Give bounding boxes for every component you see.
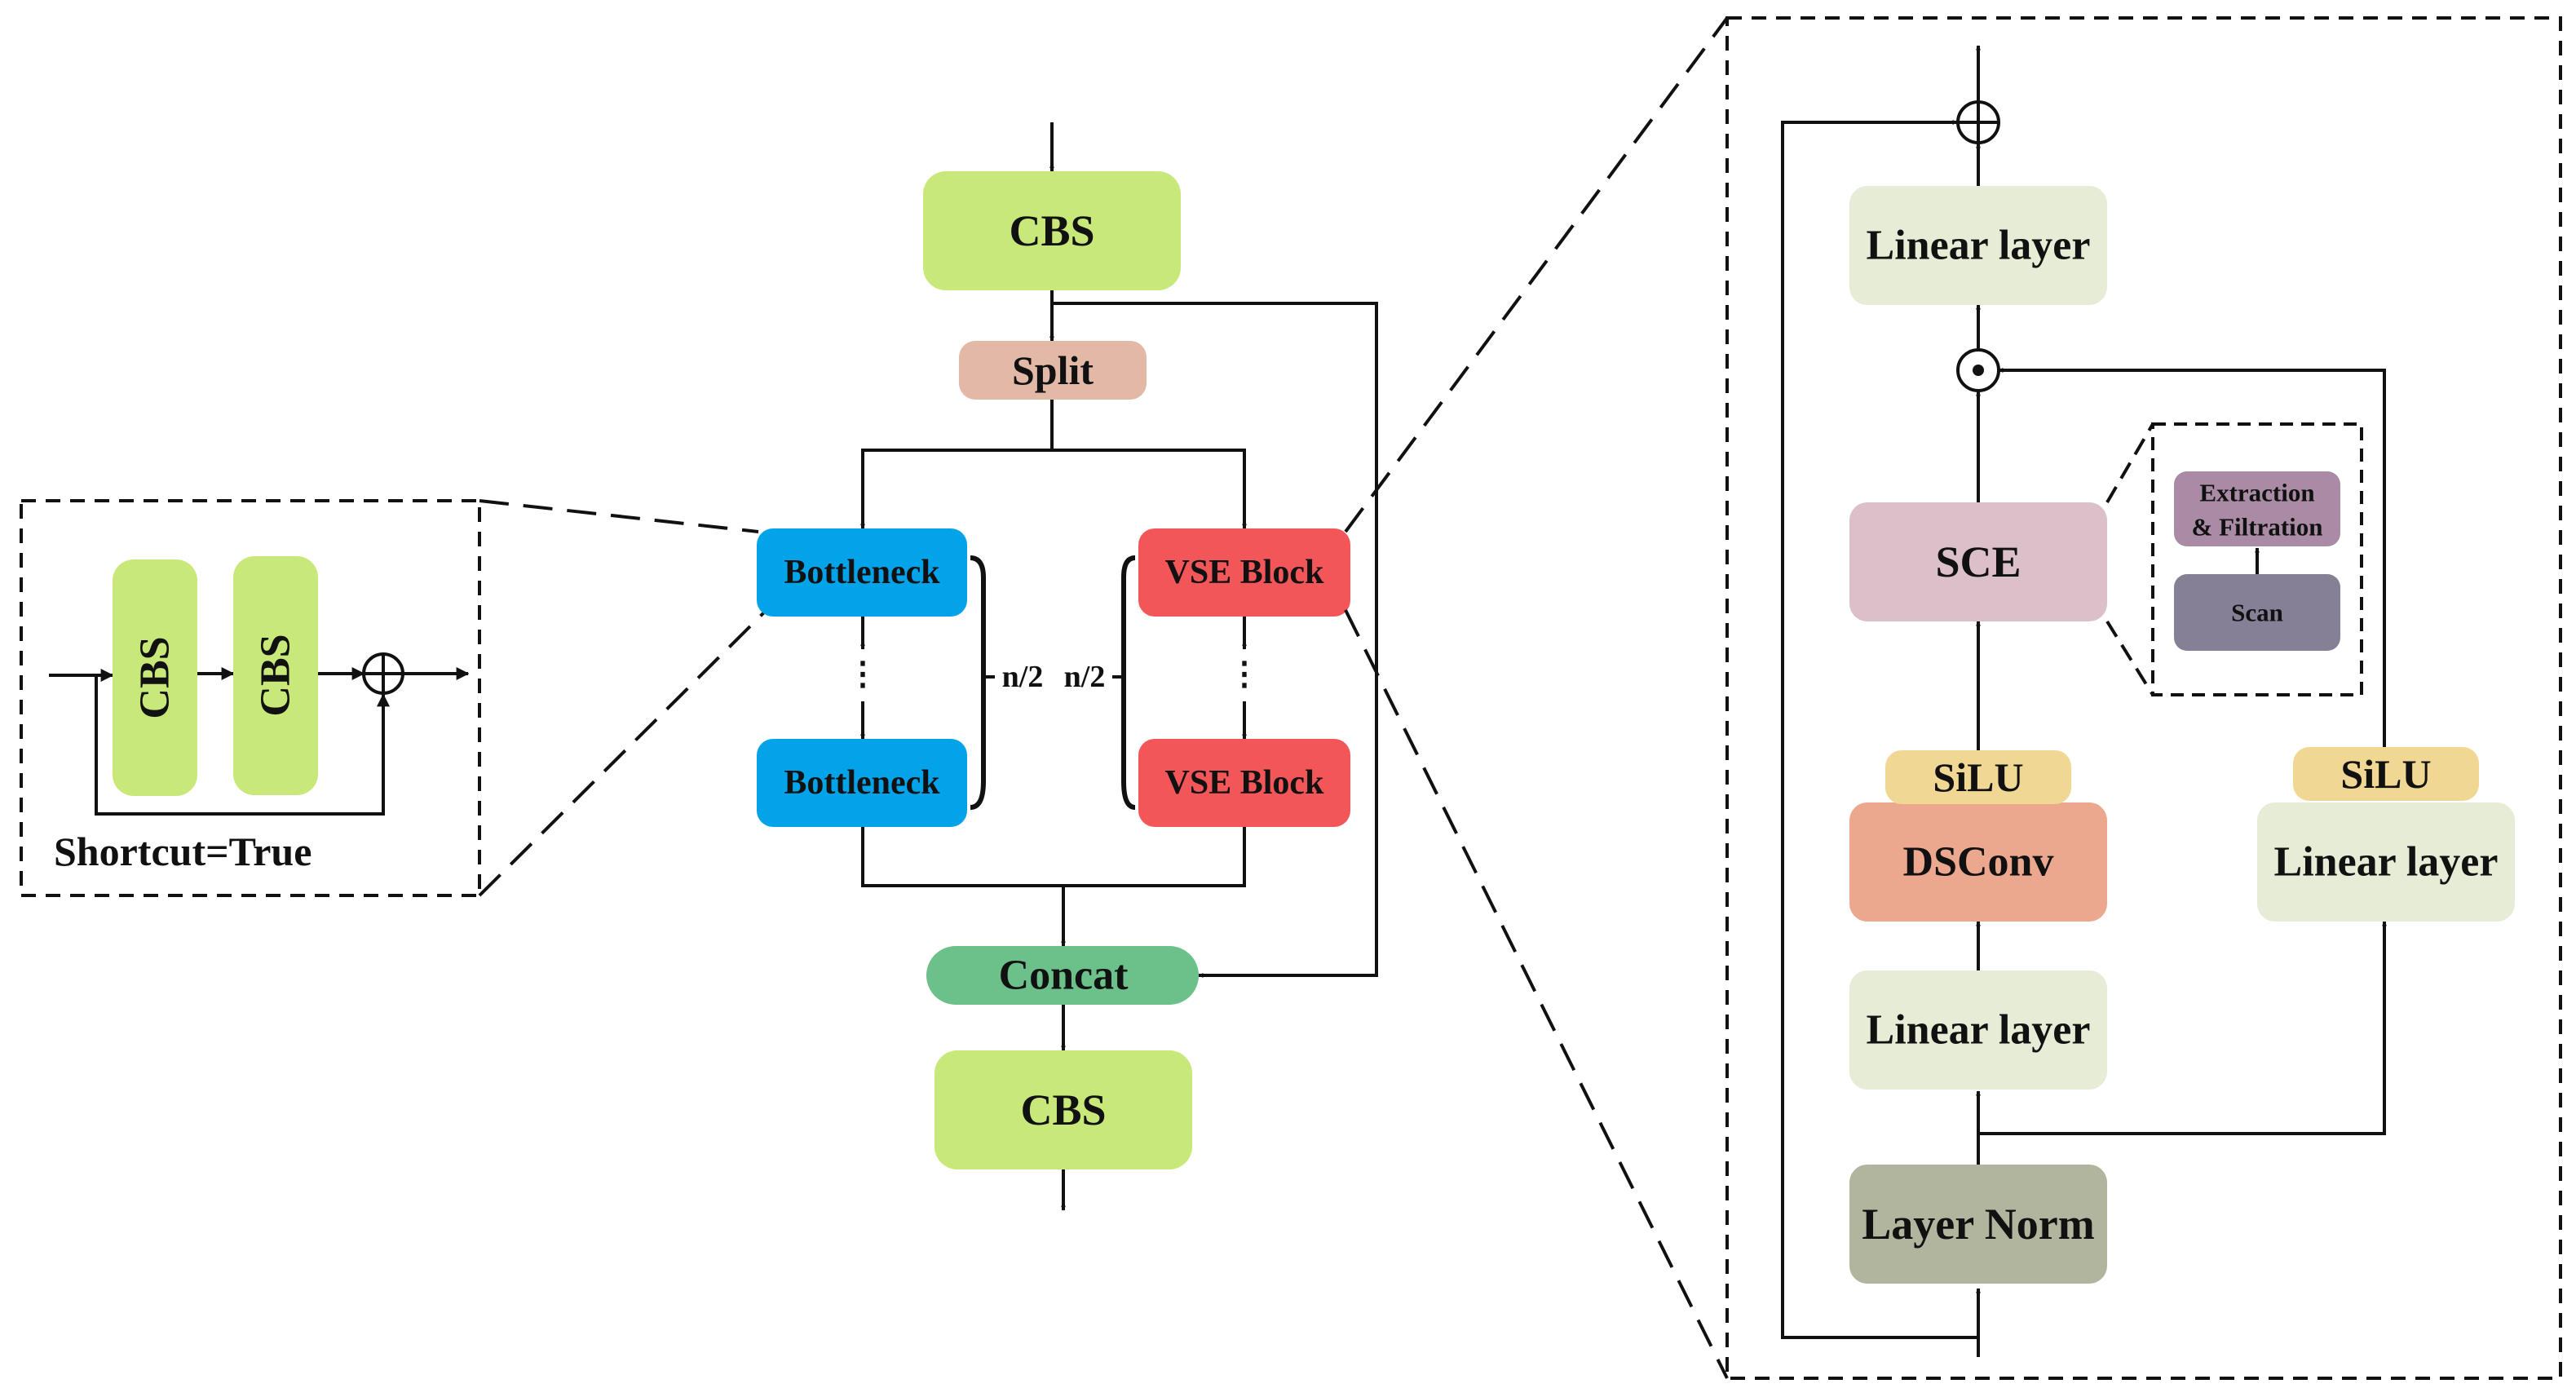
sce-zoom-line-bottom: [2105, 620, 2154, 696]
linear-right-block: [2257, 802, 2515, 922]
shortcut-skip-path: [95, 675, 390, 816]
extraction-label-line2: & Filtration: [2192, 513, 2323, 542]
vse-bracket: [1121, 555, 1136, 810]
extraction-block: [2174, 471, 2340, 546]
vse-residual-path: [1781, 120, 1978, 1339]
sce-block: [1849, 502, 2107, 621]
linear-top-block: [1849, 186, 2107, 305]
dsconv-block: [1849, 802, 2107, 922]
vse-dots: ⋮: [1228, 656, 1261, 692]
dsconv-label: DSConv: [1903, 839, 2054, 886]
shortcut-panel-border: [20, 499, 481, 897]
shortcut-cbs-label-1: CBS: [132, 636, 179, 718]
split-label: Split: [1012, 347, 1094, 393]
linear-right-label: Linear layer: [2274, 839, 2499, 886]
merge-lines: [861, 827, 1246, 887]
bottleneck-top-label: Bottleneck: [784, 554, 940, 591]
bottleneck-bottom-block: [757, 739, 967, 827]
bottleneck-dots: ⋮: [846, 656, 879, 692]
scan-label: Scan: [2231, 599, 2283, 627]
vse-detail-panel: Layer Norm Linear layer DSConv SiLU SCE …: [1725, 16, 2562, 1380]
bottleneck-top-block: [757, 528, 967, 617]
cbs-bottom-label: CBS: [1020, 1085, 1106, 1134]
zoom-line-left-top: [479, 499, 759, 533]
shortcut-caption: Shortcut=True: [54, 829, 312, 874]
vse-top-block: [1138, 528, 1350, 617]
silu-right-block: [2293, 747, 2479, 801]
cbs-top-block: [923, 171, 1181, 290]
zoom-line-right-top: [1344, 16, 1729, 533]
split-branch-lines: [861, 449, 1246, 527]
sce-zoom-line-top: [2105, 422, 2154, 504]
vse-bottom-block: [1138, 739, 1350, 827]
zoom-line-right-bottom: [1344, 609, 1729, 1379]
extraction-label-line1: Extraction: [2199, 479, 2314, 507]
layer-norm-label: Layer Norm: [1862, 1200, 2094, 1249]
bypass-path: [1052, 302, 1378, 978]
vse-detail-border: [1725, 16, 2562, 1380]
vse-top-label: VSE Block: [1165, 554, 1325, 591]
n-right-label: n/2: [1064, 660, 1106, 694]
sce-detail-border: [2151, 422, 2363, 696]
multiply-icon-dot: [1973, 365, 1984, 376]
scan-block: [2174, 574, 2340, 651]
shortcut-panel: CBS CBS Shortcut=True: [20, 499, 481, 897]
silu-left-block: [1885, 750, 2071, 804]
right-branch-to-mult: [1998, 368, 2386, 747]
linear-mid-block: [1849, 970, 2107, 1090]
shortcut-cbs-block-1: [113, 559, 197, 796]
split-block: [959, 341, 1147, 400]
layer-norm-block: [1849, 1165, 2107, 1284]
bottleneck-bottom-label: Bottleneck: [784, 764, 940, 802]
cbs-bottom-block: [935, 1050, 1192, 1169]
linear-top-label: Linear layer: [1867, 223, 2091, 269]
shortcut-cbs-label-2: CBS: [253, 634, 299, 716]
silu-left-label: SiLU: [1933, 754, 2023, 800]
shortcut-cbs-block-2: [233, 556, 318, 795]
linear-mid-label: Linear layer: [1867, 1007, 2091, 1054]
concat-label: Concat: [999, 953, 1129, 999]
vse-bottom-label: VSE Block: [1165, 764, 1325, 802]
sce-label: SCE: [1935, 537, 2021, 586]
zoom-line-left-bottom: [478, 608, 768, 897]
main-module: CBS Split Bottleneck ⋮ Bottleneck VSE Bl…: [757, 122, 1378, 1211]
bottleneck-bracket: [970, 555, 986, 810]
n-left-label: n/2: [1002, 660, 1044, 694]
concat-block: [926, 946, 1199, 1005]
ln-to-right-branch: [1978, 921, 2387, 1135]
cbs-top-label: CBS: [1009, 206, 1094, 255]
silu-right-label: SiLU: [2340, 751, 2431, 797]
